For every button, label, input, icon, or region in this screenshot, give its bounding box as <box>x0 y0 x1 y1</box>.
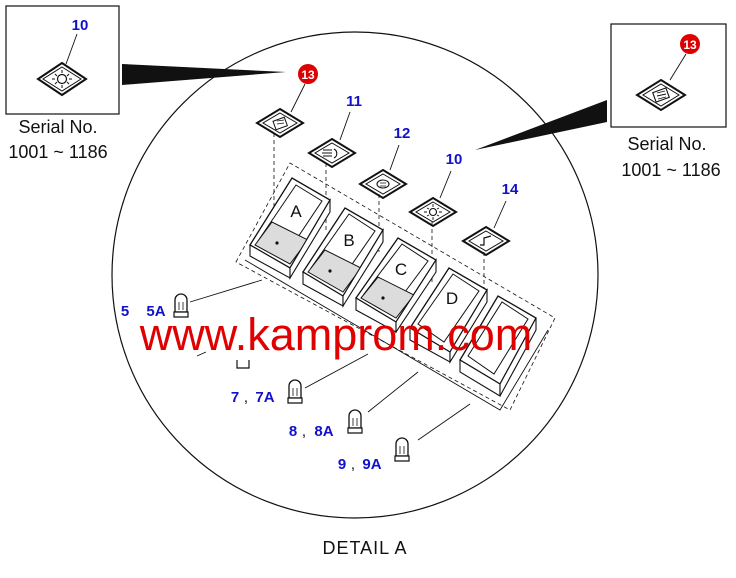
inset-right-pointer <box>475 100 607 150</box>
leader-line <box>439 170 452 199</box>
inset-left-callout: 10 <box>72 17 89 34</box>
bulb-label-5: 5 <box>121 303 129 320</box>
bulb-6-icon <box>236 360 250 369</box>
sun-lamp-icon <box>36 61 88 97</box>
leader-line <box>367 371 419 413</box>
callout-13-badge <box>298 64 318 84</box>
bulb-label-8a: 8A <box>314 423 333 440</box>
leader-line <box>669 53 687 81</box>
switch-label-a: A <box>290 202 302 221</box>
inset-left-pointer <box>122 64 286 85</box>
bulb-7-icon <box>287 379 303 404</box>
panel-outline <box>235 162 556 411</box>
bulb-sep-8: , <box>302 423 306 440</box>
bulb-label-5a: 5A <box>146 303 165 320</box>
rocker-switch-c <box>355 237 437 334</box>
bulb-label-9a: 9A <box>362 456 381 473</box>
headlight-icon <box>307 137 357 169</box>
leader-line <box>196 351 207 357</box>
rotary-light-icon <box>358 168 408 200</box>
rocker-switch-e <box>459 295 537 397</box>
leader-line <box>290 83 306 113</box>
wiper-icon <box>635 78 687 112</box>
leader-line <box>304 353 369 389</box>
callout-13: 13 <box>301 68 315 82</box>
rocker-switch-d <box>409 267 488 364</box>
inset-right-frame <box>610 23 727 128</box>
inset-left-serial-label: Serial No. <box>18 117 97 137</box>
sun-lamp-icon <box>408 196 458 228</box>
bulb-label-9: 9 <box>338 456 346 473</box>
callout-10: 10 <box>446 151 463 168</box>
leader-line <box>189 279 263 303</box>
leader-line <box>65 33 78 65</box>
horn-icon <box>461 225 511 257</box>
bulb-label-8: 8 <box>289 423 297 440</box>
bulb-sep-7: , <box>244 389 248 406</box>
wiper-icon <box>255 107 305 139</box>
switch-label-b: B <box>343 231 354 250</box>
inset-left-frame <box>5 5 120 115</box>
inset-right-serial-range: 1001 ~ 1186 <box>621 160 720 180</box>
inset-right-serial-label: Serial No. <box>627 134 706 154</box>
inset-right-callout: 13 <box>683 38 697 52</box>
switch-label-c: C <box>395 260 407 279</box>
callout-12: 12 <box>394 125 411 142</box>
inset-left: 10 <box>5 5 286 115</box>
callout-14: 14 <box>502 181 519 198</box>
switch-panel <box>235 133 556 411</box>
rocker-switch-b <box>302 207 384 308</box>
bulb-sep-9: , <box>351 456 355 473</box>
bulb-label-7: 7 <box>231 389 239 406</box>
leader-line <box>493 200 507 229</box>
plate-guide-lines <box>273 133 485 300</box>
detail-circle <box>111 31 599 519</box>
leader-line <box>389 144 400 171</box>
inset-left-serial-range: 1001 ~ 1186 <box>8 142 107 162</box>
panel-base-edge <box>244 259 549 411</box>
bulb-9-icon <box>394 437 410 462</box>
bulb-5-icon <box>173 293 189 318</box>
callout-11: 11 <box>346 93 362 110</box>
rocker-switch-a <box>249 177 331 280</box>
switch-label-d: D <box>446 289 458 308</box>
bulb-8-icon <box>347 409 363 434</box>
leader-line <box>339 111 351 141</box>
watermark: www.kamprom.com <box>139 309 533 360</box>
inset-right-badge <box>680 34 700 54</box>
leader-line <box>417 403 471 441</box>
detail-caption: DETAIL A <box>322 538 407 558</box>
inset-right: 13 <box>475 23 727 150</box>
bulb-label-7a: 7A <box>255 389 274 406</box>
